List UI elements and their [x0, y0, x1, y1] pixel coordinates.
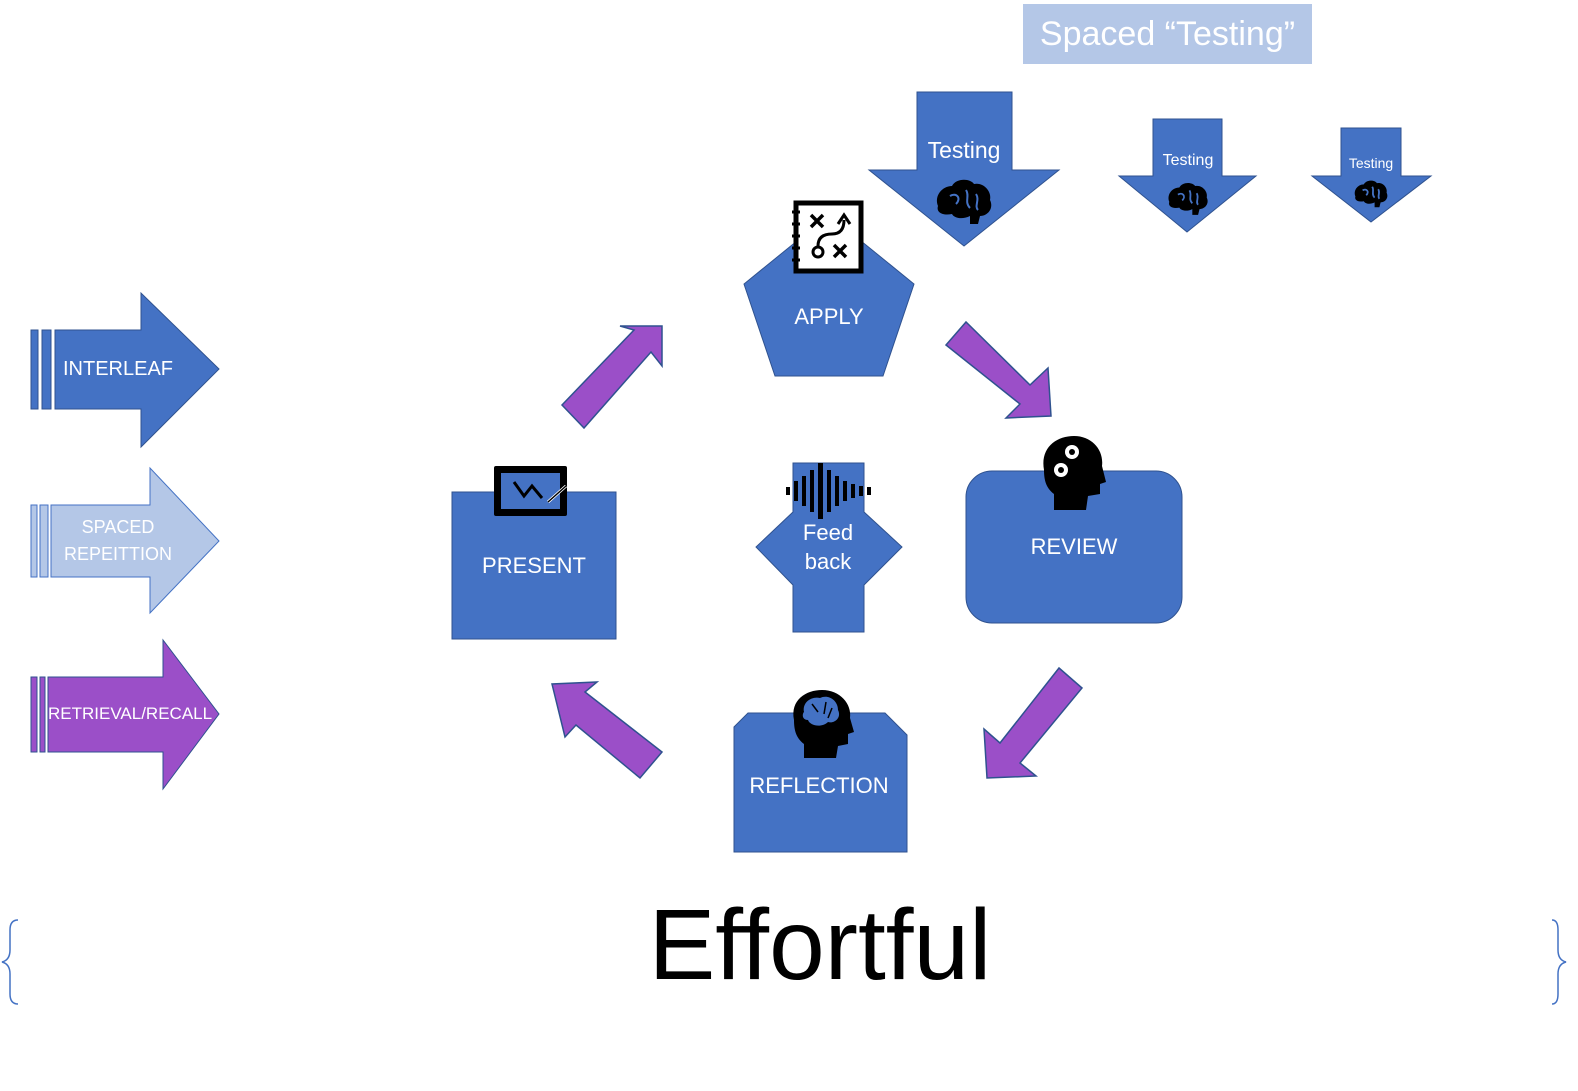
feedback-label-line2: back: [804, 549, 852, 574]
feedback-node: [755, 462, 903, 633]
left-brace: [1, 919, 19, 1005]
feedback-label-line1: Feed: [802, 520, 854, 545]
effortful-heading: Effortful: [648, 889, 992, 1001]
arrow-review-to-reflection: [983, 666, 1084, 779]
right-brace: [1551, 919, 1567, 1005]
head-gears-icon: [1043, 436, 1106, 510]
arrow-reflection-to-present: [551, 681, 664, 780]
brain-icon: [1354, 180, 1388, 208]
testing-arrow-small: [1310, 127, 1433, 223]
legend-spaced-arrow: [30, 466, 220, 615]
spaced-testing-title: Spaced “Testing”: [1023, 4, 1312, 64]
testing-label-large: Testing: [927, 137, 1001, 163]
brain-icon: [936, 179, 992, 224]
sound-wave-icon: [786, 463, 871, 519]
testing-label-medium: Testing: [1162, 152, 1214, 169]
testing-arrow-large: [867, 91, 1061, 247]
arrow-present-to-apply: [560, 325, 663, 430]
review-label: REVIEW: [1030, 534, 1118, 559]
testing-label-small: Testing: [1348, 155, 1394, 171]
present-node: [451, 491, 617, 640]
presentation-screen-icon: [494, 466, 567, 516]
apply-label: APPLY: [794, 304, 864, 329]
legend-spaced-label-line1: SPACED: [81, 517, 155, 537]
strategy-notebook-icon: [792, 200, 864, 274]
arrow-apply-to-review: [944, 320, 1052, 419]
legend-retrieval-arrow: [30, 638, 220, 791]
reflection-node: [733, 712, 908, 853]
legend-interleaf-label: INTERLEAF: [62, 358, 174, 380]
brain-icon: [1168, 182, 1208, 215]
apply-node: [743, 214, 915, 377]
testing-arrow-medium: [1117, 118, 1258, 233]
legend-spaced-label-line2: REPEITTION: [63, 544, 172, 564]
legend-retrieval-label: RETRIEVAL/RECALL: [48, 704, 213, 723]
reflection-label: REFLECTION: [749, 773, 889, 798]
legend-interleaf-arrow: [30, 291, 220, 449]
head-brain-icon: [793, 690, 854, 758]
present-label: PRESENT: [482, 553, 586, 578]
